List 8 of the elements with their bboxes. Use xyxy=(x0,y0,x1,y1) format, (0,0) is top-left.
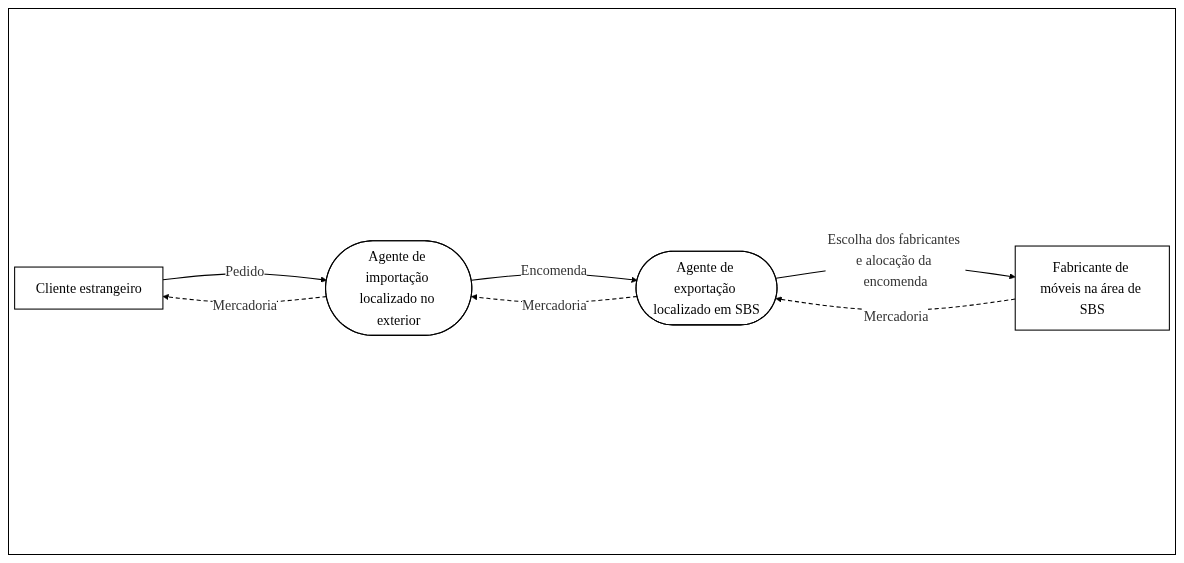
node-box: Cliente estrangeiro xyxy=(14,266,164,310)
edge-label: Mercadoria xyxy=(863,307,929,324)
edge-label: Escolha dos fabricantes e alocação da encomenda xyxy=(827,230,960,289)
edge-label: Mercadoria xyxy=(212,297,278,313)
edge-label: Pedido xyxy=(225,262,265,278)
edge-label: Mercadoria xyxy=(522,297,587,313)
edge-label: Encomenda xyxy=(520,262,587,278)
node-box: Fabricante de móveis na área de SBS xyxy=(1014,245,1170,331)
